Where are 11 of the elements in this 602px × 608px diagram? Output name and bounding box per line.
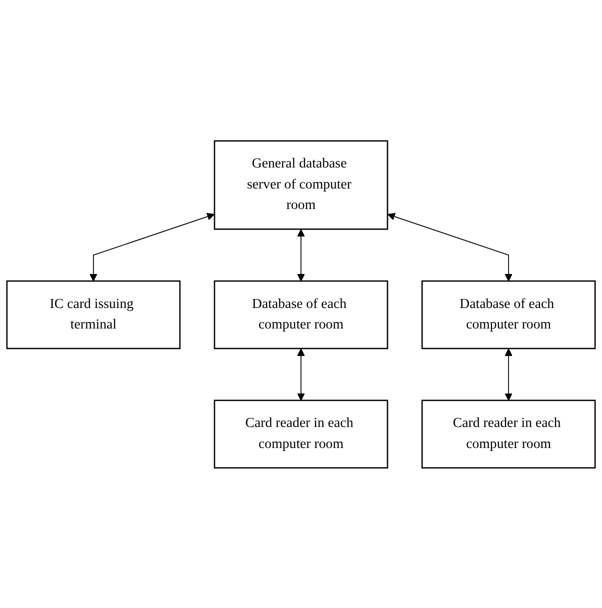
- node-box: Database of each computer room: [421, 280, 596, 349]
- node-box: Card reader in each computer room: [421, 399, 596, 468]
- arrow: [297, 348, 305, 400]
- arrow: [387, 212, 512, 281]
- node-box: Card reader in each computer room: [214, 399, 388, 468]
- node-box: General database server of computer room: [214, 140, 388, 230]
- node-box: Database of each computer room: [214, 280, 388, 349]
- node-box: IC card issuing terminal: [6, 280, 181, 349]
- arrow: [90, 212, 215, 281]
- arrow: [297, 228, 305, 281]
- arrow: [504, 348, 512, 400]
